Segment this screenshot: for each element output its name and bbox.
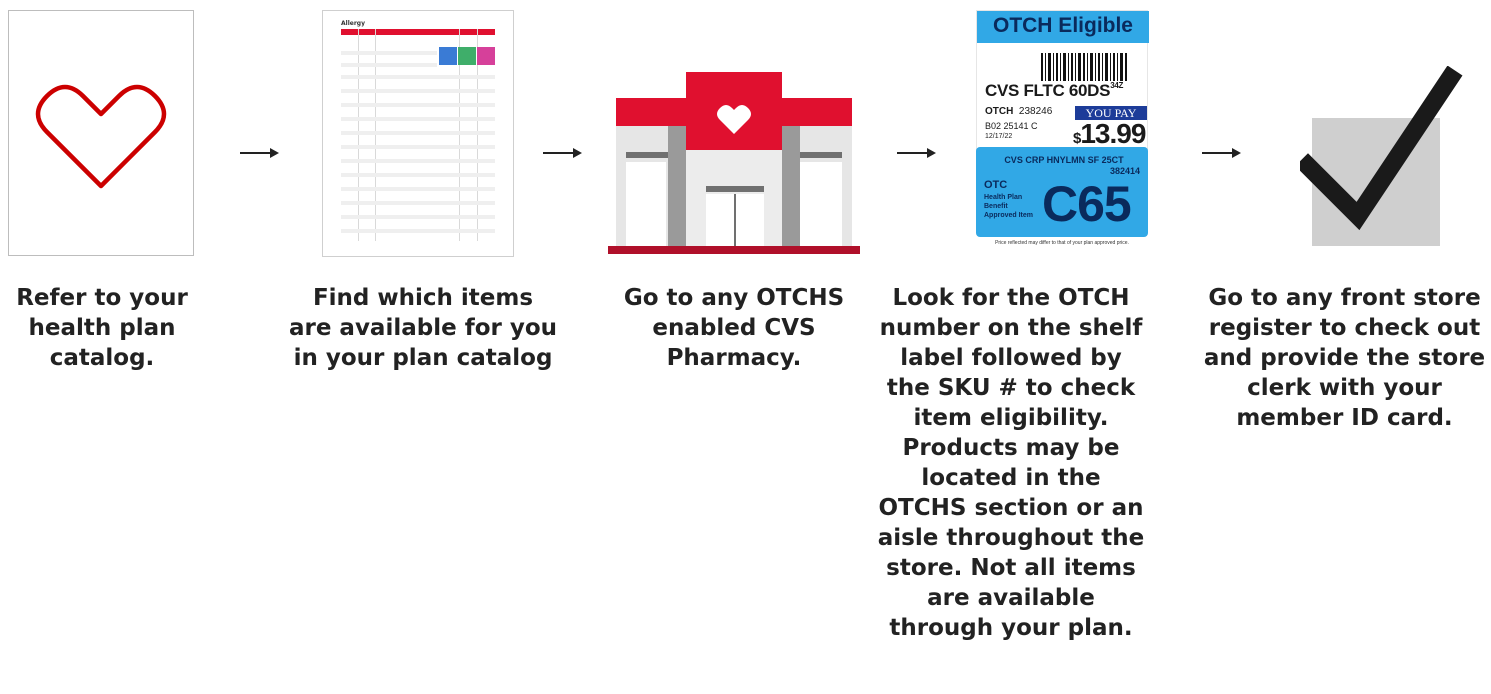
shelf-label-product-sup: 34Z	[1110, 81, 1124, 90]
catalog-cover-card	[8, 10, 194, 256]
catalog-sheet-row	[341, 51, 437, 55]
catalog-sheet-row	[341, 159, 495, 163]
store-icon	[608, 72, 860, 254]
catalog-sheet-row	[341, 173, 495, 177]
shelf-label-date: 12/17/22	[985, 133, 1013, 140]
shelf-label-bottom-code: 382414	[1109, 166, 1140, 176]
step-caption-5: Go to any front store register to check …	[1203, 285, 1486, 431]
shelf-label-band	[977, 11, 1149, 43]
catalog-sheet-row	[341, 187, 495, 191]
catalog-sheet-row	[341, 103, 495, 107]
checkmark-icon	[1300, 66, 1463, 246]
shelf-label-line3: B02 25141 C	[985, 121, 1038, 131]
catalog-sheet-row	[341, 131, 495, 135]
shelf-label-band-text: OTCH Eligible	[992, 14, 1133, 37]
shelf-label-otc: OTC	[984, 179, 1008, 191]
shelf-label-product: CVS FLTC 60DS34Z	[985, 81, 1124, 100]
shelf-label-otch: OTCH 238246	[985, 106, 1053, 117]
catalog-sheet-row	[341, 215, 495, 219]
shelf-label-fine-print: Price reflected may differ to that of yo…	[995, 240, 1129, 246]
step-caption-3: Go to any OTCHS enabled CVS Pharmacy.	[623, 285, 845, 371]
you-pay-badge: YOU PAY	[1075, 106, 1147, 120]
catalog-sheet-header	[341, 29, 495, 35]
shelf-label-price: $13.99	[1073, 118, 1146, 149]
arrow-right-icon	[240, 145, 280, 159]
catalog-product-thumbs	[439, 47, 495, 65]
arrow-right-icon	[1202, 145, 1242, 159]
catalog-sheet-row	[341, 75, 495, 79]
catalog-sheet-row	[341, 63, 437, 67]
catalog-sheet-row	[341, 145, 495, 149]
catalog-sheet-row	[341, 229, 495, 233]
catalog-sheet-column	[358, 29, 359, 241]
shelf-label-icon: OTCH Eligible CVS FLTC 60DS34Z OTCH 2382…	[976, 10, 1149, 246]
catalog-sheet-column	[375, 29, 376, 241]
catalog-sheet-column	[459, 29, 460, 241]
catalog-sheet-column	[477, 29, 478, 241]
step-caption-4: Look for the OTCH number on the shelf la…	[877, 285, 1145, 641]
catalog-sheet-row	[341, 201, 495, 205]
barcode-icon	[1041, 53, 1127, 81]
arrow-right-icon	[897, 145, 937, 159]
shelf-label-bottom: CVS CRP HNYLMN SF 25CT 382414 OTC Health…	[976, 147, 1148, 237]
arrow-right-icon	[543, 145, 583, 159]
catalog-sheet-row	[341, 89, 495, 93]
catalog-sheet-icon: Allergy	[322, 10, 514, 257]
shelf-label-sku-big: C65	[1042, 176, 1132, 232]
step-caption-1: Refer to your health plan catalog.	[16, 285, 188, 371]
shelf-label-bottom-name: CVS CRP HNYLMN SF 25CT	[1004, 155, 1124, 165]
catalog-sheet-title: Allergy	[341, 20, 365, 27]
shelf-label-bottom-desc: Health Plan Benefit Approved Item	[984, 194, 1034, 219]
heart-icon	[35, 84, 167, 189]
otch-number: 238246	[1018, 106, 1053, 117]
step-caption-2: Find which items are available for you i…	[288, 285, 558, 371]
shelf-label-top: OTCH Eligible CVS FLTC 60DS34Z OTCH 2382…	[976, 10, 1149, 160]
catalog-sheet-row	[341, 117, 495, 121]
